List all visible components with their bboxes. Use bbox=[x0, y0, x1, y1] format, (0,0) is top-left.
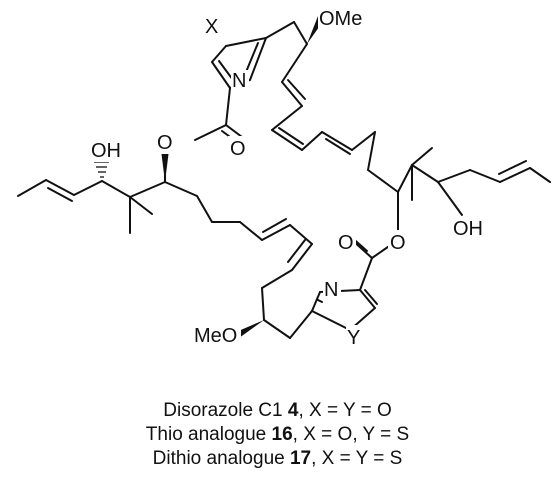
caption-text: , X = O, Y = S bbox=[292, 424, 410, 445]
atom-o-carbonyl-bottom: O bbox=[338, 232, 354, 254]
caption-line: Disorazole C1 4, X = Y = O bbox=[0, 399, 555, 423]
atom-n-top: N bbox=[232, 70, 246, 92]
caption-text: , X = Y = S bbox=[311, 448, 403, 469]
atom-o-left: O bbox=[157, 132, 173, 154]
atom-n-bottom: N bbox=[324, 279, 338, 301]
atom-y: Y bbox=[347, 327, 360, 349]
atom-oh-right: OH bbox=[453, 218, 483, 240]
compound-number: 16 bbox=[271, 424, 293, 445]
compound-caption: Disorazole C1 4, X = Y = O Thio analogue… bbox=[0, 399, 555, 471]
left-fragment bbox=[17, 149, 241, 234]
atom-o-carbonyl-top: O bbox=[230, 138, 246, 160]
atom-labels: X N OMe OH O O O O OH N MeO Y bbox=[90, 6, 488, 349]
atom-oh-left: OH bbox=[91, 140, 121, 162]
top-oxazole-ring bbox=[211, 37, 267, 89]
bottom-polyene-and-oxazole bbox=[236, 218, 399, 339]
top-ester-and-polyene bbox=[194, 16, 551, 233]
caption-line: Thio analogue 16, X = O, Y = S bbox=[0, 423, 555, 447]
atom-x: X bbox=[205, 16, 218, 38]
caption-text: Thio analogue bbox=[145, 424, 272, 445]
disorazole-structure-diagram: X N OMe OH O O O O OH N MeO Y bbox=[17, 6, 551, 349]
caption-text: Disorazole C1 bbox=[163, 400, 288, 421]
caption-text: Dithio analogue bbox=[152, 448, 290, 469]
atom-o-right: O bbox=[390, 232, 406, 254]
atom-meo-bottom: MeO bbox=[194, 325, 237, 347]
compound-number: 17 bbox=[289, 448, 312, 469]
caption-line: Dithio analogue 17, X = Y = S bbox=[0, 447, 555, 471]
compound-number: 4 bbox=[287, 400, 299, 421]
caption-text: , X = Y = O bbox=[298, 400, 392, 421]
atom-ome-top: OMe bbox=[319, 8, 362, 30]
